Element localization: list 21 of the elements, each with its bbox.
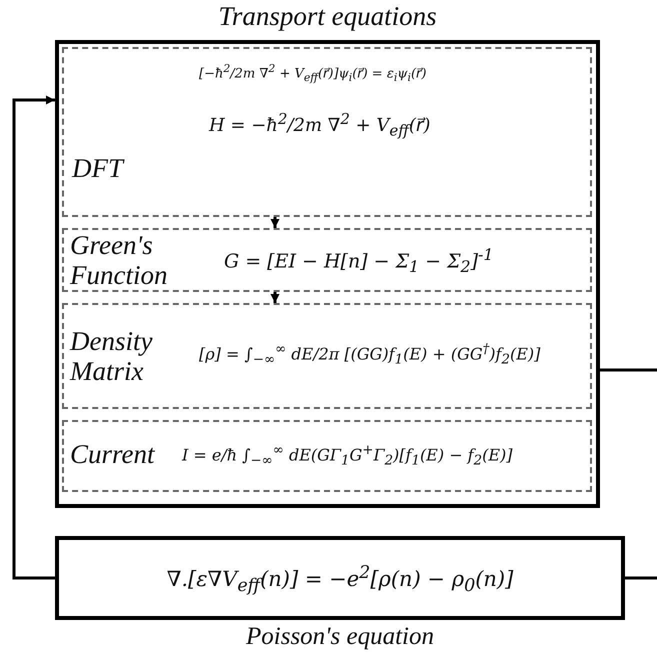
equation: ∇.[ε∇V$_{eff}$(n)] = −e$^{2}$[ρ(n) − ρ$_{0}$(n)] (166, 564, 514, 596)
equation: H = −ħ$^{2}$/2m ∇$^{2}$ + V$_{eff}$(r⃗) (209, 111, 430, 140)
arrow (270, 292, 280, 303)
process-box (62, 47, 592, 217)
box-caption: Poisson's equation (244, 623, 435, 650)
equation: I = e/ħ ∫$_{−∞}$$^{∞}$ dE(GΓ$_{1}$G$^{+}$Γ$_{2}$)[f$_{1}$(E) − f$_{2}$(E)] (182, 444, 512, 470)
connector-line (600, 368, 657, 372)
frame-title: Transport equations (217, 2, 438, 32)
box-heading: Green's Function (70, 231, 168, 290)
process-box (62, 303, 592, 409)
process-box (62, 420, 592, 492)
arrow (12, 96, 55, 580)
box-heading: Density Matrix (70, 327, 154, 386)
equation: G = [EI − H[n] − Σ$_{1}$ − Σ$_{2}$]$^{-1}$ (224, 246, 494, 276)
arrow (270, 217, 280, 228)
box-heading: Current (70, 440, 155, 470)
equation: [−ħ$^{2}$/2m ∇$^{2}$ + V$_{eff}$(r⃗)]ψ$_{i}$(r⃗) = ε$_{i}$ψ$_{i}$(r⃗) (199, 63, 426, 84)
box-heading: DFT (72, 154, 124, 184)
equation: [ρ] = ∫$_{−∞}$$^{∞}$ dE/2π [(GG)f$_{1}$(E) + (GG$^{†}$)f$_{2}$(E)] (199, 343, 540, 368)
connector-line (625, 576, 657, 580)
process-box (62, 228, 592, 292)
